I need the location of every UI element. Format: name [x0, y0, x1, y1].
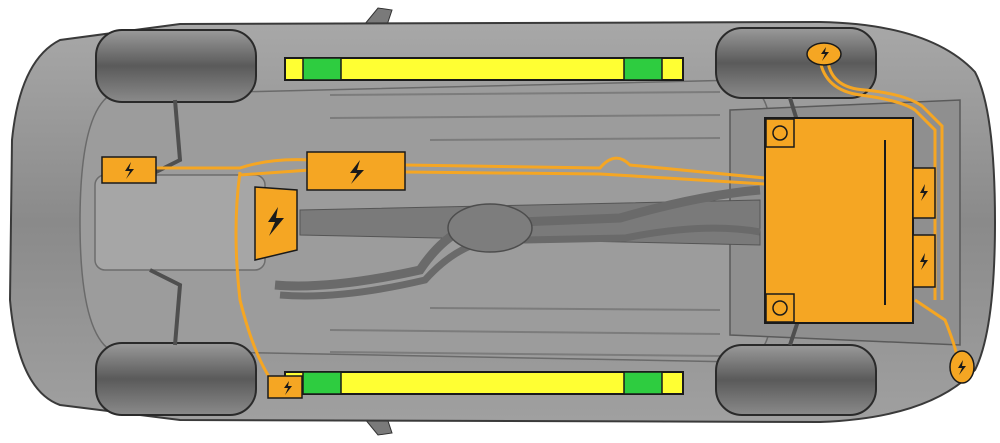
tire-rear-right: [715, 344, 877, 416]
hv-cables: [155, 59, 960, 386]
high-voltage-icon: [920, 253, 928, 270]
hv-cable-main-2: [239, 168, 766, 186]
jack-point-top-front: [302, 57, 342, 81]
battery-side-module-upper: [912, 167, 936, 219]
tire-front-left: [95, 29, 257, 103]
high-voltage-icon: [821, 47, 829, 61]
hv-cable-front-down: [234, 171, 277, 386]
high-voltage-icon: [350, 160, 364, 184]
high-voltage-icon: [125, 162, 134, 179]
rear-battery-pack: [764, 117, 914, 324]
sill-rail-bottom: [284, 371, 684, 395]
hv-cable-main: [155, 156, 766, 180]
high-voltage-icon: [920, 184, 928, 201]
front-suspension: [149, 99, 183, 346]
sill-rail-top: [284, 57, 684, 81]
catalytic-converter: [447, 203, 533, 253]
battery-bolt-bottom: [772, 300, 788, 316]
battery-mount-bottom: [765, 293, 795, 323]
rear-connector-top: [806, 42, 842, 66]
high-voltage-icon: [284, 381, 292, 395]
hv-cable-rear-top-2: [826, 61, 944, 300]
battery-bolt-top: [772, 125, 788, 141]
battery-mount-top: [765, 118, 795, 148]
jack-point-bottom-rear: [623, 371, 663, 395]
high-voltage-icon: [268, 207, 284, 236]
front-right-connector: [267, 375, 303, 399]
hv-cable-rear-top: [818, 59, 937, 300]
jack-point-top-rear: [623, 57, 663, 81]
jack-point-bottom-front: [302, 371, 342, 395]
floor-ribs: [329, 91, 721, 357]
tire-front-right: [95, 342, 257, 416]
center-module: [254, 186, 298, 261]
front-inverter: [306, 151, 406, 191]
front-left-hv-module: [101, 156, 157, 184]
battery-side-module-lower: [912, 234, 936, 288]
rear-connector-bottom: [949, 350, 975, 384]
high-voltage-icon: [958, 360, 966, 375]
